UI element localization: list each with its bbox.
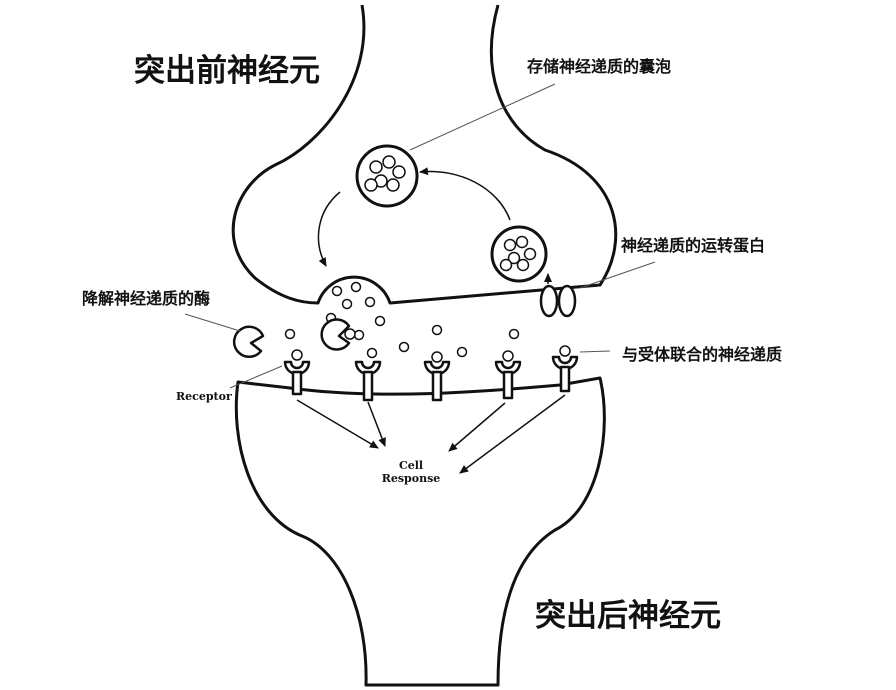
cell-response-arrows (296, 394, 566, 474)
cell-response-line1: Cell (398, 459, 424, 472)
receptor-label: Receptor (176, 390, 232, 403)
vesicle-top (355, 144, 419, 208)
bound-neurotransmitter-label: 与受体联合的神经递质 (622, 345, 783, 364)
transporter-label: 神经递质的运转蛋白 (621, 236, 766, 255)
vesicle-right (490, 225, 548, 283)
postsynaptic-neuron-label: 突出后神经元 (535, 598, 721, 634)
annotation-lines (184, 83, 656, 389)
vesicle-label: 存储神经递质的囊泡 (527, 57, 672, 76)
postsynaptic-terminal (234, 376, 606, 687)
cell-response-label: Cell Response (380, 459, 442, 485)
fusing-vesicle-contents (331, 281, 376, 310)
transporter-protein (539, 284, 577, 318)
release-arrow (317, 191, 341, 267)
cell-response-line2: Response (381, 472, 441, 485)
enzyme-label: 降解神经递质的酶 (82, 289, 211, 308)
neurotransmitters-in-cleft (284, 312, 520, 359)
bound-neurotransmitters (291, 345, 571, 363)
recycle-arrow (419, 167, 511, 221)
enzyme-shapes (232, 318, 356, 358)
presynaptic-neuron-label: 突出前神经元 (134, 53, 320, 89)
receptors (283, 355, 579, 402)
